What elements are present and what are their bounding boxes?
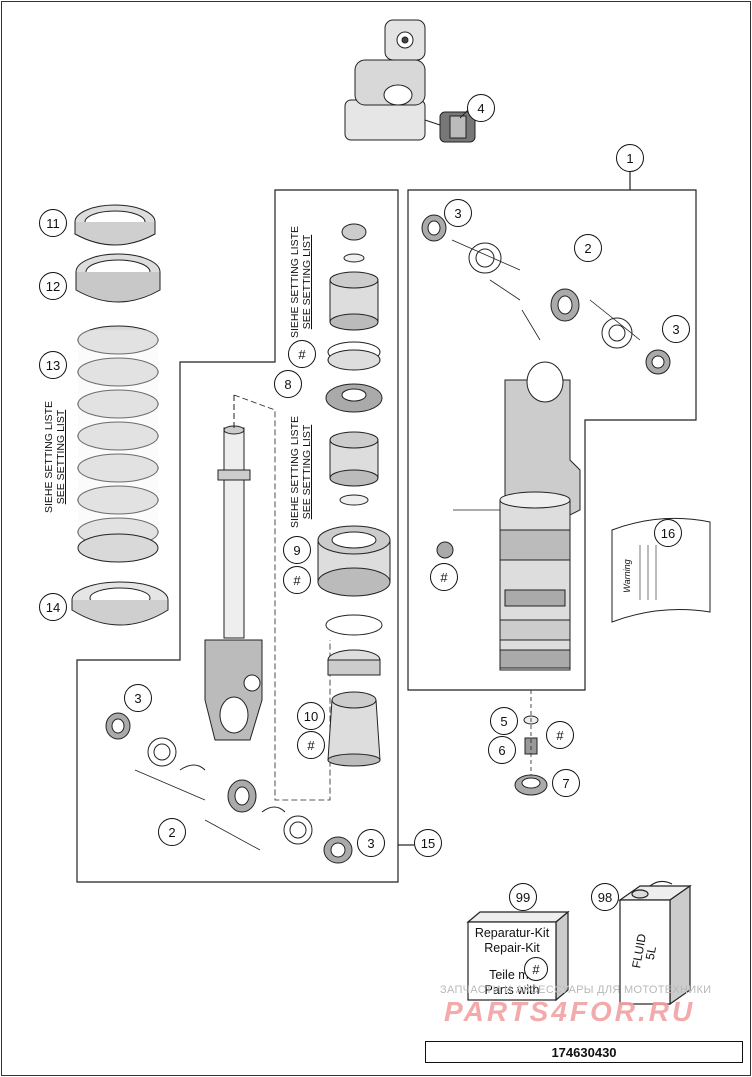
- hash-marker-body: #: [430, 563, 458, 591]
- callout-3-left: 3: [124, 684, 152, 712]
- callout-13: 13: [39, 351, 67, 379]
- warning-sticker-text: Warning: [622, 559, 632, 593]
- callout-3-right: 3: [662, 315, 690, 343]
- part-14-spring-retainer: [71, 581, 169, 626]
- setting-list-note-upper: SIEHE SETTING LISTE SEE SETTING LIST: [289, 225, 313, 339]
- hash-marker-upper: #: [288, 340, 316, 368]
- part-12-adjuster-nut: [75, 253, 161, 303]
- group-15-outline: [76, 189, 399, 883]
- part-16-warning-sticker: [611, 517, 711, 623]
- piston-rod: [204, 425, 263, 741]
- part-11-lock-ring: [74, 204, 156, 246]
- part-number-box: 174630430: [425, 1041, 743, 1063]
- part-3-bushing-left: [105, 712, 353, 864]
- group-1-outline: [407, 189, 697, 691]
- setting-list-note-spring: SIEHE SETTING LISTE SEE SETTING LIST: [43, 400, 67, 514]
- callout-11: 11: [39, 209, 67, 237]
- callout-7: 7: [552, 769, 580, 797]
- part-98-fluid-can: [618, 880, 692, 1006]
- callout-14: 14: [39, 593, 67, 621]
- callout-10: 10: [297, 702, 325, 730]
- repair-kit-hash-marker: #: [524, 957, 548, 981]
- watermark-tagline: ЗАПЧАСТИ И АКСЕССУАРЫ ДЛЯ МОТОТЕХНИКИ: [440, 984, 712, 996]
- callout-1: 1: [616, 144, 644, 172]
- hash-marker-lower: #: [297, 731, 325, 759]
- callout-3-bottom: 3: [357, 829, 385, 857]
- hash-marker-valve: #: [546, 721, 574, 749]
- callout-9: 9: [283, 536, 311, 564]
- callout-2-right: 2: [574, 234, 602, 262]
- callout-99: 99: [509, 883, 537, 911]
- callout-2-left: 2: [158, 818, 186, 846]
- callout-4: 4: [467, 94, 495, 122]
- callout-98: 98: [591, 883, 619, 911]
- watermark-logo: PARTS4FOR.RU: [444, 996, 696, 1027]
- repair-kit-label: Reparatur-Kit Repair-Kit Teile mit Parts…: [474, 926, 550, 997]
- callout-16: 16: [654, 519, 682, 547]
- callout-3-top: 3: [444, 199, 472, 227]
- callout-12: 12: [39, 272, 67, 300]
- part-13-spring: [77, 325, 159, 563]
- part-1-shock-body: [421, 214, 671, 671]
- shim-stack: [317, 223, 391, 767]
- callout-6: 6: [488, 736, 516, 764]
- callout-8: 8: [274, 370, 302, 398]
- part-4-reservoir-head: [344, 19, 476, 143]
- setting-list-note-lower: SIEHE SETTING LISTE SEE SETTING LIST: [289, 415, 313, 529]
- hash-marker-middle: #: [283, 566, 311, 594]
- callout-15: 15: [414, 829, 442, 857]
- callout-5: 5: [490, 707, 518, 735]
